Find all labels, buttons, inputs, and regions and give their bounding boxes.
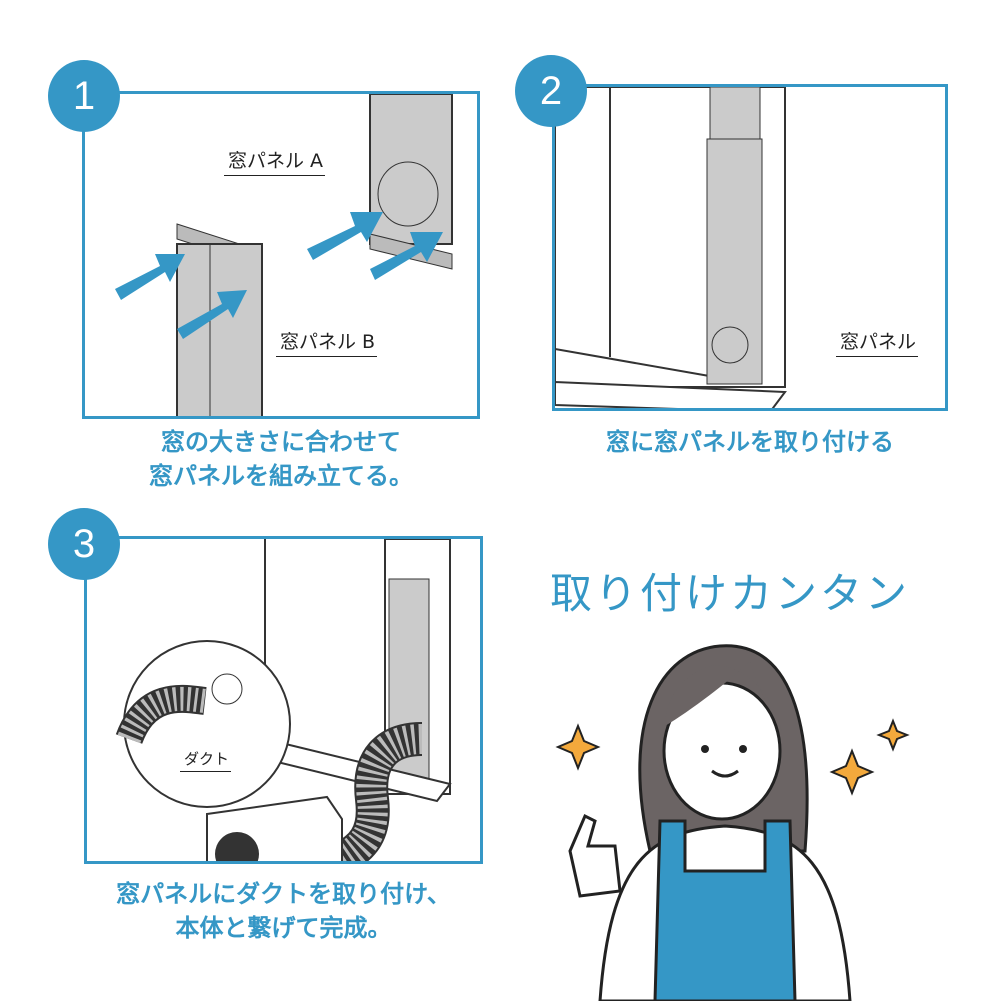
step-1-caption: 窓の大きさに合わせて 窓パネルを組み立てる。 [82,425,480,493]
step-2-panel [552,84,948,411]
step-3-caption: 窓パネルにダクトを取り付け、 本体と繋げて完成。 [84,877,483,945]
label-window-panel: 窓パネル [836,327,919,357]
caption-line: 窓パネルを組み立てる。 [149,462,413,490]
panel-assembly-illustration [115,94,453,416]
caption-line: 窓に窓パネルを取り付ける [606,428,894,456]
label-duct: ダクト [180,748,232,772]
label-panel-b: 窓パネル B [276,327,378,357]
label-panel-a: 窓パネル A [224,146,326,176]
caption-line: 本体と繋げて完成。 [175,914,392,942]
step-1-badge: 1 [48,60,120,132]
window-install-illustration [555,87,787,408]
step-1-panel [82,91,480,419]
duct-connection-illustration [115,539,452,861]
caption-line: 窓の大きさに合わせて [161,428,401,456]
step-2-caption: 窓に窓パネルを取り付ける [552,425,948,459]
step-3-badge: 3 [48,508,120,580]
woman-pointing-illustration [555,644,910,1001]
step-2-badge: 2 [515,55,587,127]
sparkle-icon [555,718,910,796]
step-3-panel [84,536,483,864]
headline: 取り付けカンタン [550,569,911,618]
caption-line: 窓パネルにダクトを取り付け、 [116,880,451,908]
